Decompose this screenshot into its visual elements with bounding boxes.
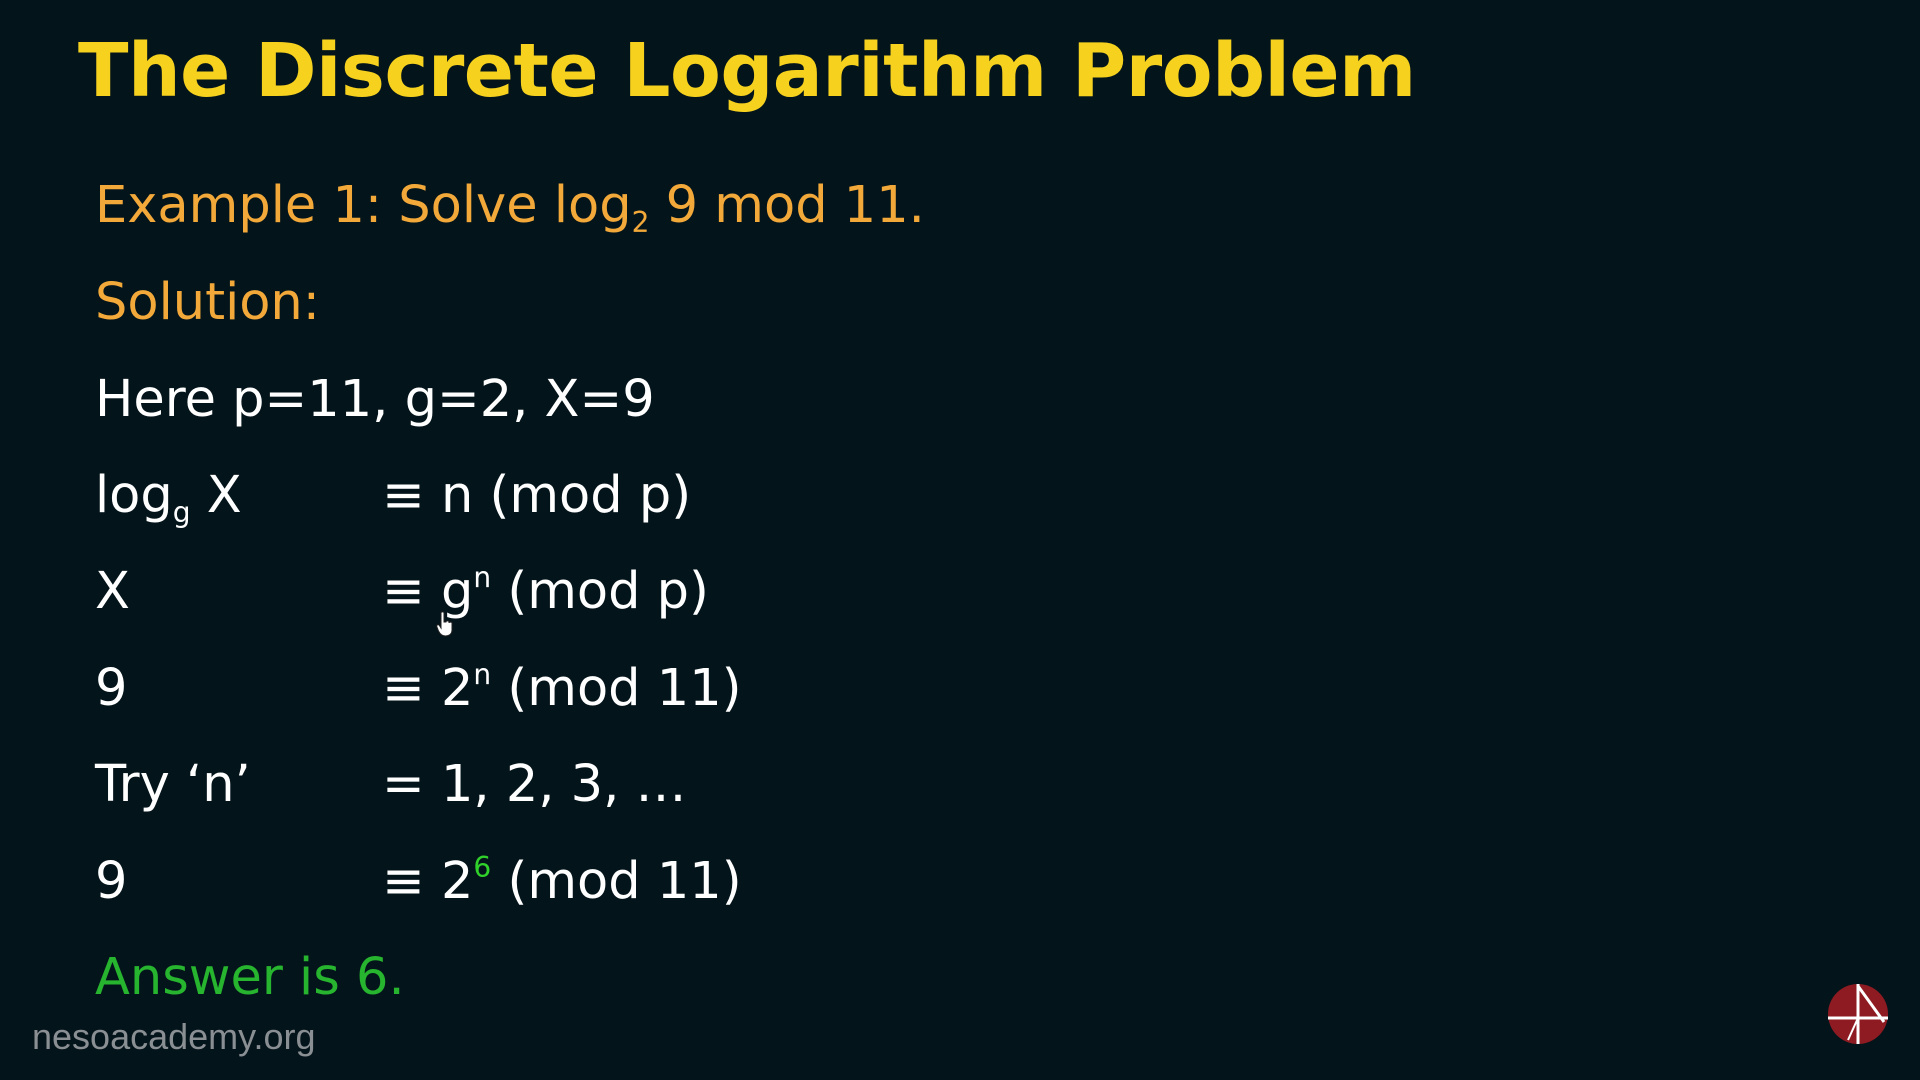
watermark: nesoacademy.org: [32, 1016, 316, 1057]
row-rhs: ≡ 26 (mod 11): [382, 853, 742, 907]
example-statement: Example 1: Solve log2 9 mod 11.: [95, 180, 925, 236]
equation-row-result: 9 ≡ 26 (mod 11): [95, 853, 742, 907]
row-lhs-log: log: [95, 466, 173, 525]
row-lhs: 9: [95, 852, 128, 911]
row-rhs-superscript-answer: 6: [473, 850, 492, 884]
log-base-subscript: 2: [631, 205, 650, 239]
example-suffix: 9 mod 11.: [649, 176, 925, 235]
row-lhs: 9: [95, 659, 128, 718]
row-lhs-variable: X: [190, 466, 242, 525]
solution-label: Solution:: [95, 273, 320, 332]
row-rhs-text: = 1, 2, 3, …: [382, 755, 687, 814]
slide-title: The Discrete Logarithm Problem: [78, 28, 1416, 114]
row-rhs-text: ≡ g: [382, 562, 474, 621]
row-rhs-mod: (mod 11): [491, 659, 742, 718]
row-rhs-text: ≡ n (mod p): [382, 466, 692, 525]
equation-row-definition: logg X ≡ n (mod p): [95, 470, 691, 526]
equation-row-try-values: Try ‘n’ = 1, 2, 3, …: [95, 759, 687, 810]
row-lhs: X: [95, 562, 130, 621]
row-rhs: ≡ gn (mod p): [382, 563, 709, 617]
example-prefix: Example 1: Solve log: [95, 176, 632, 235]
row-lhs-subscript: g: [172, 495, 191, 529]
equation-row-exponent-form: X ≡ gn (mod p): [95, 563, 709, 617]
row-rhs: = 1, 2, 3, …: [382, 759, 687, 810]
row-rhs-text: ≡ 2: [382, 852, 474, 911]
row-rhs: ≡ 2n (mod 11): [382, 660, 742, 714]
row-rhs-superscript: n: [473, 657, 492, 691]
given-values: Here p=11, g=2, X=9: [95, 370, 655, 429]
row-rhs: ≡ n (mod p): [382, 470, 691, 521]
row-rhs-mod: (mod 11): [491, 852, 742, 911]
row-rhs-superscript: n: [473, 560, 492, 594]
row-rhs-text: ≡ 2: [382, 659, 474, 718]
row-lhs: Try ‘n’: [95, 755, 251, 814]
row-rhs-mod: (mod p): [491, 562, 709, 621]
equation-row-substituted: 9 ≡ 2n (mod 11): [95, 660, 742, 714]
row-lhs: logg X: [95, 466, 242, 526]
answer-text: Answer is 6.: [95, 948, 405, 1007]
neso-academy-logo-icon: [1828, 984, 1888, 1044]
mouse-pointer-icon: [436, 611, 453, 637]
